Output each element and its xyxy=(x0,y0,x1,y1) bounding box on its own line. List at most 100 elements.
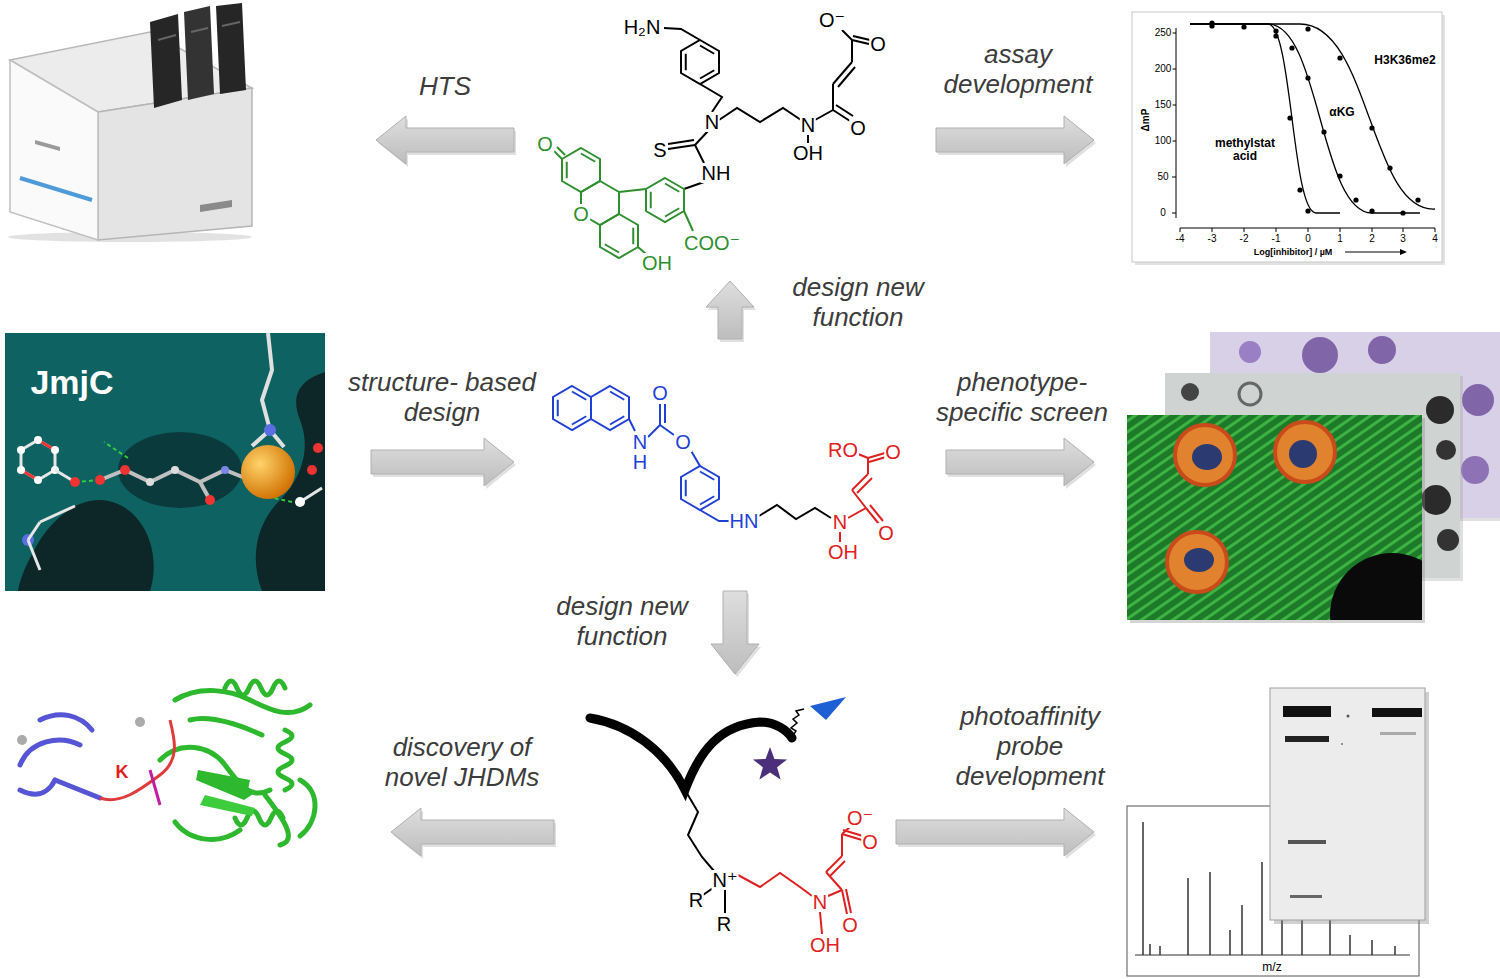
chart-panel xyxy=(1176,28,1177,218)
photoaffinity-probe-structure xyxy=(753,747,787,780)
inhibitor-structure xyxy=(857,478,872,493)
inhibitor-structure xyxy=(610,416,624,424)
node-text: OH xyxy=(792,143,824,163)
protein-ribbon xyxy=(200,795,255,816)
ms-and-gel xyxy=(1142,822,1144,955)
inhibitor-structure xyxy=(553,386,729,521)
cell-images xyxy=(1181,383,1199,401)
protein-ribbon xyxy=(190,719,262,735)
cell-images xyxy=(1421,485,1451,515)
protein-ribbon xyxy=(160,681,315,845)
node-text: S xyxy=(652,140,667,160)
protein-ribbon xyxy=(278,730,292,790)
fluorescent-probe-structure xyxy=(668,140,694,144)
block-arrow xyxy=(936,116,1094,164)
node-text: O xyxy=(841,915,859,935)
protein-ribbon xyxy=(55,780,100,798)
protein-ribbon xyxy=(300,780,315,836)
inhibitor-structure xyxy=(700,472,714,480)
node-text: K xyxy=(115,763,130,781)
photoaffinity-probe-structure xyxy=(826,872,842,890)
fluorescent-probe-structure xyxy=(619,189,646,192)
node-text: N xyxy=(800,115,816,135)
node-text: ΔmP xyxy=(1141,108,1151,133)
jmjc-structure xyxy=(70,477,80,487)
node-text: O⁻ xyxy=(818,10,846,30)
block-arrow xyxy=(896,808,1094,856)
chart-panel xyxy=(1305,26,1310,31)
ms-gel-panel: m/z xyxy=(1100,685,1470,977)
node-text: -2 xyxy=(1239,234,1250,244)
node-text: 50 xyxy=(1156,172,1169,182)
plate-reader-photo xyxy=(8,3,252,242)
chart-panel xyxy=(1369,125,1374,130)
fluorescent-probe-structure xyxy=(719,108,801,122)
inhibitor-structure xyxy=(685,480,687,497)
plate-reader-photo xyxy=(216,3,246,94)
inhibitor-structure xyxy=(867,458,869,474)
photoaffinity-probe-structure xyxy=(738,873,812,896)
node-text: N xyxy=(812,892,828,912)
protein-ribbon xyxy=(20,715,100,798)
inhibitor-molecule: NHOOHNNOHOROO xyxy=(520,345,940,585)
inhibitor-structure xyxy=(852,474,868,490)
jmjc-structure xyxy=(17,446,25,454)
edge-label: phenotype- specific screen xyxy=(917,368,1127,428)
block-arrow xyxy=(946,438,1094,486)
jmjc-structure xyxy=(313,443,323,453)
fluorescent-probe-structure xyxy=(838,67,855,87)
chart-panel xyxy=(1305,75,1310,80)
chart-panel xyxy=(1172,105,1176,106)
jmjc-structure xyxy=(28,540,40,570)
jmjc-structure xyxy=(221,466,229,474)
fluorescent-probe-structure xyxy=(852,40,869,44)
protein-panel: K xyxy=(5,670,385,855)
fluorescent-probe-structure xyxy=(632,228,634,245)
chart-panel xyxy=(1273,33,1278,38)
cell-images xyxy=(1192,444,1222,470)
block-arrow xyxy=(706,281,754,339)
chart-panel xyxy=(1212,228,1213,232)
cell-images xyxy=(1302,337,1338,373)
inhibitor-structure xyxy=(852,490,866,508)
node-text: 150 xyxy=(1154,100,1173,110)
fluorescent-probe-structure xyxy=(650,192,652,209)
fluorescent-probe-structure xyxy=(700,84,722,112)
chart-panel xyxy=(1287,115,1292,120)
fluorescent-probe-structure xyxy=(554,28,870,258)
fluorescent-probe-structure xyxy=(684,211,693,231)
cell-images xyxy=(1330,553,1422,620)
node-text: O⁻ xyxy=(846,808,874,828)
node-text: 3 xyxy=(1399,234,1407,244)
chart-panel xyxy=(1241,24,1246,29)
node-text: H xyxy=(632,452,648,472)
protein-ribbon xyxy=(265,795,288,845)
cell-images xyxy=(1330,553,1422,620)
chart-panel xyxy=(1372,228,1373,232)
ms-and-gel xyxy=(1394,946,1396,955)
fluorescent-probe-structure xyxy=(842,30,852,40)
cell-images xyxy=(1426,396,1454,424)
ms-and-gel xyxy=(1135,955,1410,956)
jmjc-structure xyxy=(171,466,179,474)
node-text: 0 xyxy=(1304,234,1312,244)
chart-panel xyxy=(1289,45,1294,50)
fluorescent-probe-structure xyxy=(695,131,708,145)
jmjc-panel: JmjC xyxy=(5,333,365,591)
plate-reader-photo xyxy=(184,6,214,100)
jmjc-structure xyxy=(264,424,276,436)
plate-reader-photo xyxy=(10,60,98,240)
inhibitor-structure xyxy=(572,392,586,400)
photoaffinity-probe-structure xyxy=(843,830,863,836)
block-arrow xyxy=(391,808,554,856)
fluorescent-probe-structure xyxy=(581,154,595,162)
edge-label: HTS xyxy=(370,72,520,102)
photoaffinity-probe-structure xyxy=(724,890,726,913)
node-text: R xyxy=(716,914,732,934)
jmjc-structure xyxy=(34,476,42,484)
photoaffinity-probe-structure xyxy=(810,697,846,720)
jmjc-structure xyxy=(295,497,305,507)
jmjc-structure xyxy=(118,432,242,508)
chart-panel xyxy=(1209,20,1214,25)
node-text: 2 xyxy=(1368,234,1376,244)
